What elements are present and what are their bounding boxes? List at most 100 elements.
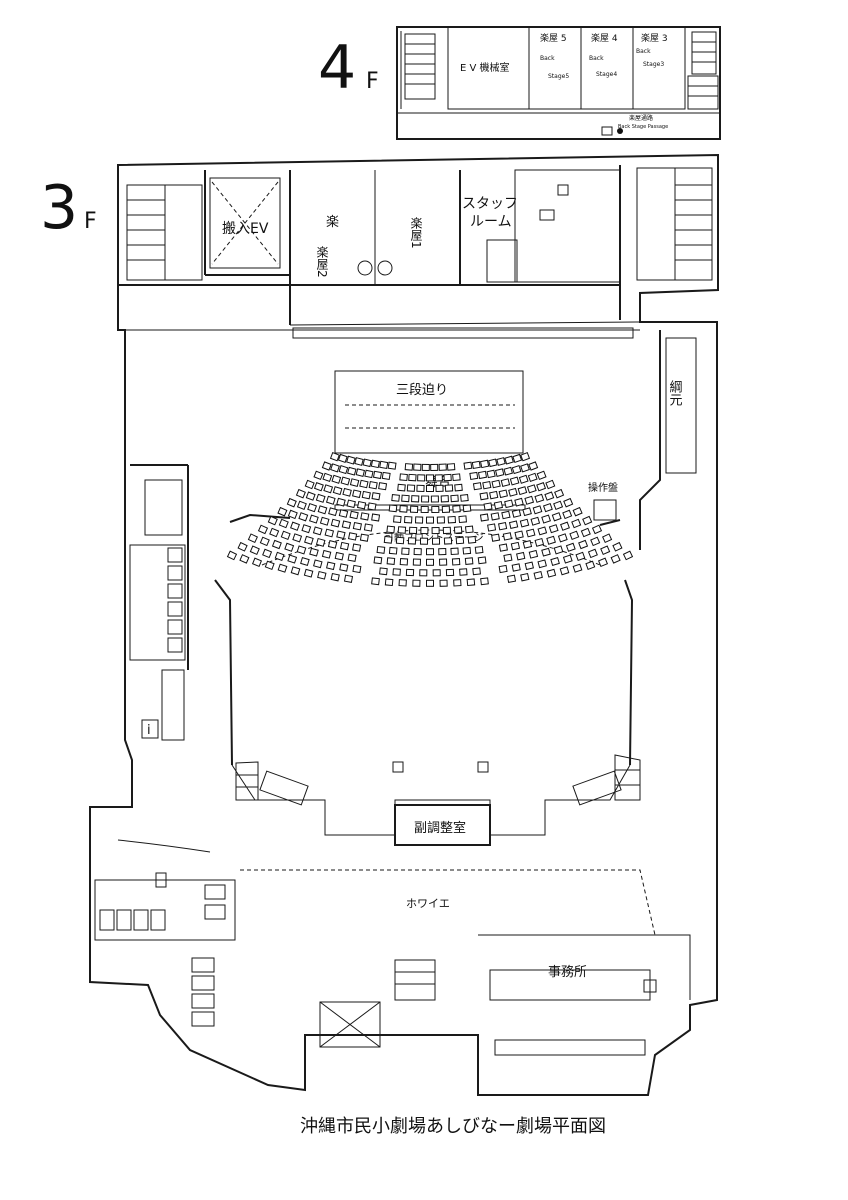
audience-seat [419,569,428,577]
audience-seat [548,524,559,534]
audience-seat [443,473,452,482]
audience-seat [271,539,282,550]
audience-seat [491,479,501,489]
audience-seat [309,547,319,557]
staff-room-label-1: スタッフ [462,196,518,212]
audience-seat [582,515,593,526]
audience-seat [591,524,603,535]
audience-seat [480,577,489,586]
audience-seat [553,545,564,555]
audience-seat [524,495,535,505]
audience-seat [339,541,350,551]
control-panel-label: 操作盤 [588,481,618,494]
audience-seat [416,484,425,493]
audience-seat [537,559,547,569]
audience-seat [395,536,405,545]
audience-seat [341,520,352,530]
audience-seat [412,579,421,587]
audience-seat [466,578,476,587]
audience-seat [503,466,514,476]
audience-seat [441,505,451,513]
audience-seat [355,468,366,477]
audience-seat [479,459,490,469]
lower-elevator [319,959,436,1048]
three-stage-lift-label: 三段迫り [396,383,448,398]
audience-seat [346,499,356,509]
floor-3-plan: 3 F 搬入EV 楽 楽屋2 楽屋1 スタッ [40,153,719,1096]
audience-seat [452,505,461,513]
audience-seat [446,463,456,471]
audience-seat [412,558,422,566]
audience-seat [532,505,543,515]
audience-seat [307,502,318,513]
audience-seat [309,514,319,524]
sub-control-room [394,804,491,846]
audience-seat [472,567,481,576]
audience-seat [408,473,417,482]
audience-seat [528,549,539,559]
audience-seat [249,545,260,556]
audience-seat [399,473,408,482]
audience-seat [392,515,402,524]
audience-seat [490,512,500,521]
audience-seat [304,535,314,545]
audience-seat [504,455,514,465]
audience-seat [512,453,523,464]
audience-seat [372,470,383,480]
audience-seat [420,527,429,535]
audience-seat [397,483,406,492]
audience-seat [267,515,278,526]
audience-seat [472,482,482,491]
audience-seat [554,488,565,499]
audience-seat [440,495,449,503]
audience-seat [391,493,400,502]
three-stage-lift: 三段迫り [334,370,524,454]
audience-seat [578,539,589,550]
green-room-5-en1: Back [540,55,555,62]
floor-plan-caption: 沖縄市民小劇場あしびなー劇場平面図 [300,1116,606,1137]
audience-seat [347,532,358,541]
audience-seat [239,554,250,564]
audience-seat [551,512,562,522]
audience-seat [560,521,570,531]
audience-seat [612,541,623,552]
audience-seat [426,579,434,587]
audience-seat [467,535,477,544]
audience-seat [565,542,576,552]
floor-4-legend-dot [617,128,623,134]
wheelchair-space-icon [477,761,489,773]
audience-seat [352,489,362,499]
audience-seat [542,502,553,513]
audience-seat [525,528,536,538]
audience-seat [346,455,356,465]
audience-seat [384,578,394,587]
audience-seat [498,489,508,499]
audience-seat [338,509,349,518]
audience-seat [517,486,528,496]
audience-seat [562,509,573,520]
audience-seat [269,527,280,538]
audience-seat [451,558,461,566]
audience-seat [500,478,511,487]
audience-seat [524,561,534,571]
audience-seat [622,550,634,561]
audience-seat [477,556,487,565]
audience-seat [401,547,410,556]
green-room-4-label: 楽屋 4 [591,32,618,44]
audience-seat [430,495,439,503]
audience-seat [572,506,583,517]
audience-seat [315,493,326,503]
audience-seat [546,535,556,545]
audience-seat [277,506,288,517]
audience-seat [537,526,548,536]
audience-seat [602,533,613,544]
restroom-icon [155,872,167,888]
audience-seat [455,536,465,545]
audience-seat [301,524,312,534]
backstage-passage-label: 楽屋通路 [629,114,653,122]
audience-seat [278,518,289,529]
audience-seat [501,510,511,520]
audience-seat [520,572,530,582]
audience-seat [329,452,340,462]
audience-seat [287,554,298,564]
